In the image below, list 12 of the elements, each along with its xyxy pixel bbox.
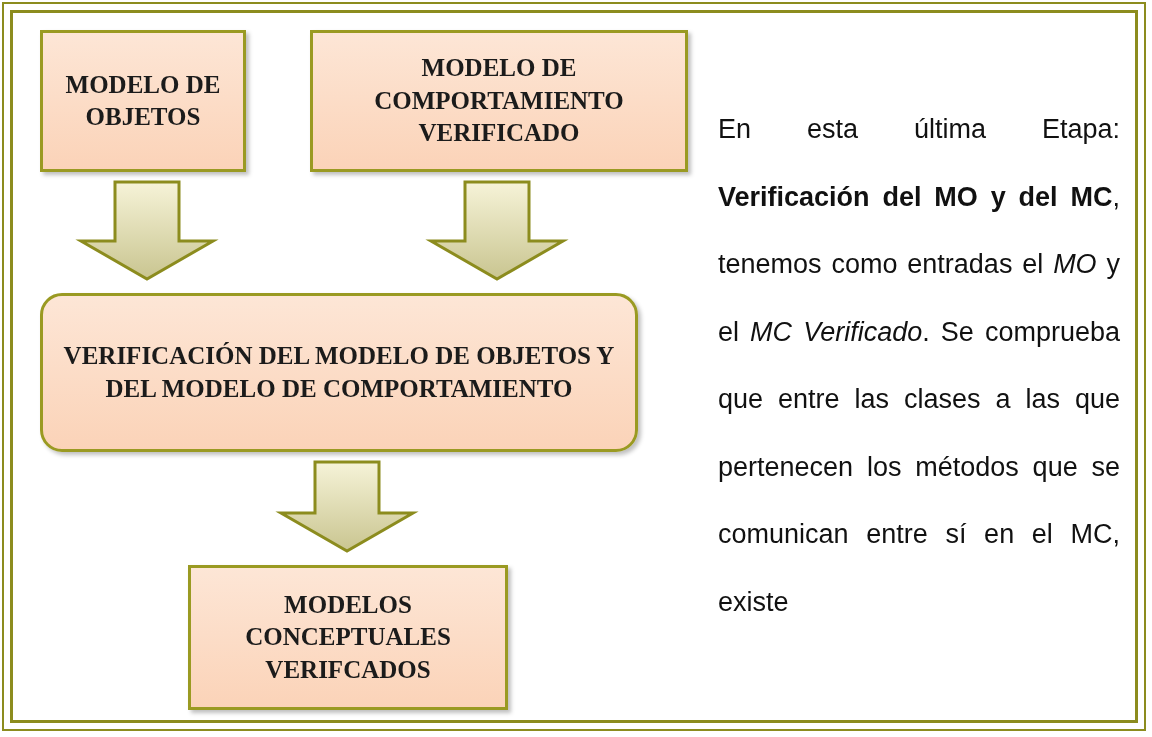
block-arrow [425,180,569,281]
description-paragraph: En esta última Etapa: Verificación del MO y del MC, tenemos como entradas el MO y el MC Verificado. Se comprueba que entre las clases a las que pertenecen los métodos que se comunican entre sí en el MC, existe [718,113,1120,619]
model-box [310,30,688,172]
box-label: MODELO DE COMPORTAMIENTO VERIFICADO [373,53,625,149]
process-box [40,293,638,452]
box-label: MODELOS CONCEPTUALES VERIFCADOS [244,589,452,685]
box-label: MODELO DE OBJETOS [64,69,222,132]
model-box [40,30,246,172]
model-box [188,565,508,710]
block-arrow [275,460,419,553]
block-arrow [75,180,219,281]
box-label: VERIFICACIÓN DEL MODELO DE OBJETOS Y DEL MODELO DE COMPORTAMIENTO [62,341,616,404]
